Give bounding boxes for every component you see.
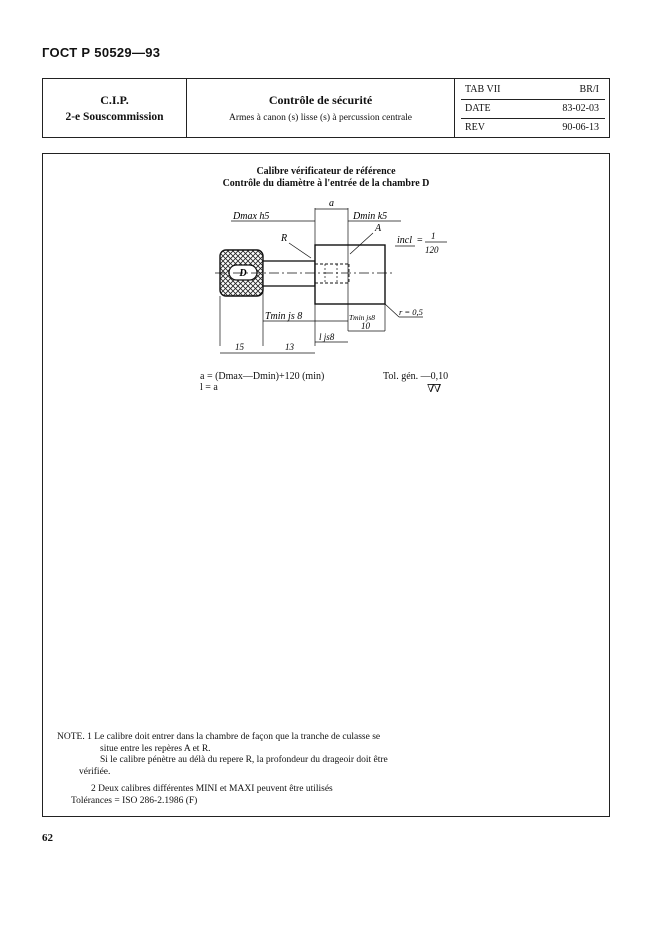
commission-name: C.I.P. <box>100 93 129 107</box>
note-1-line-3: Si le calibre pénètre au délà du repere … <box>100 755 388 765</box>
mark-a-label: A <box>374 223 382 234</box>
dimension-13-label: 13 <box>285 342 295 352</box>
tab-label: TAB VII <box>465 84 501 95</box>
date-row: DATE 83-02-03 <box>461 101 605 119</box>
subcommission-name: 2-e Souscommission <box>65 111 164 123</box>
tab-value: BR/I <box>579 84 599 95</box>
gauge-head <box>314 244 386 305</box>
figure-caption-title: Calibre vérificateur de référence <box>256 166 396 177</box>
page-number: 62 <box>42 832 53 844</box>
note-1-line-2: situe entre les repères A et R. <box>100 743 211 754</box>
header-table: C.I.P. 2-e Souscommission Contrôle de sé… <box>42 78 610 138</box>
revision-label: REV <box>465 122 485 133</box>
tmin-js8-label: Tmin js 8 <box>265 311 302 322</box>
handle-label-plate <box>228 264 258 281</box>
revision-row: REV 90-06-13 <box>461 120 605 137</box>
radius-label: r = 0,5 <box>399 307 423 317</box>
incl-denominator: 120 <box>425 245 439 255</box>
incl-numerator: 1 <box>431 231 436 241</box>
gauge-shank <box>262 260 316 287</box>
dimension-15-label: 15 <box>235 342 245 352</box>
tab-row: TAB VII BR/I <box>461 82 605 100</box>
dimension-a-label: a <box>329 198 334 209</box>
note-2: 2 Deux calibres différentes MINI et MAXI… <box>91 784 333 794</box>
mark-r-label: R <box>280 233 287 244</box>
dmax-label: Dmax h5 <box>232 211 269 222</box>
surface-finish-symbol: ∇∇ <box>427 383 441 395</box>
dmin-label: Dmin k5 <box>352 211 387 222</box>
date-value: 83-02-03 <box>562 103 599 114</box>
sheet-subtitle: Armes à canon (s) lisse (s) à percussion… <box>228 113 413 123</box>
diameter-d-label: D <box>238 268 246 279</box>
incl-equals: = <box>417 235 423 246</box>
header-commission-cell: C.I.P. 2-e Souscommission <box>43 79 187 137</box>
date-label: DATE <box>465 103 491 114</box>
notes-block: NOTE. 1 Le calibre doit entrer dans la c… <box>57 732 577 807</box>
header-title-cell: Contrôle de sécurité Armes à canon (s) l… <box>187 79 455 137</box>
dimension-10-label: 10 <box>361 321 371 331</box>
general-tolerance: Tol. gén. —0,10 <box>383 371 449 382</box>
sheet-title: Contrôle de sécurité <box>268 93 373 107</box>
header-reference-cell: TAB VII BR/I DATE 83-02-03 REV 90-06-13 <box>455 79 609 137</box>
incl-label: incl <box>397 235 412 246</box>
figure-frame: Calibre vérificateur de référence Contrô… <box>42 153 610 817</box>
gauge-drawing: D a Dmax h5 Dmin k5 R A incl = <box>215 198 447 354</box>
revision-value: 90-06-13 <box>562 122 599 133</box>
note-1-line-1: NOTE. 1 Le calibre doit entrer dans la c… <box>57 732 381 742</box>
l-js8-label: l js8 <box>319 332 335 342</box>
document-code: ГОСТ Р 50529—93 <box>42 45 161 60</box>
formula-a: a = (Dmax—Dmin)+120 (min) <box>200 371 325 382</box>
note-tolerances: Tolérances = ISO 286-2.1986 (F) <box>71 795 198 806</box>
formula-l: l = a <box>200 382 218 393</box>
note-1-line-4: vérifiée. <box>79 766 111 777</box>
tmin-js8-small-label: Tmin js8 <box>349 313 375 322</box>
figure-caption-subtitle: Contrôle du diamètre à l'entrée de la ch… <box>222 178 430 189</box>
